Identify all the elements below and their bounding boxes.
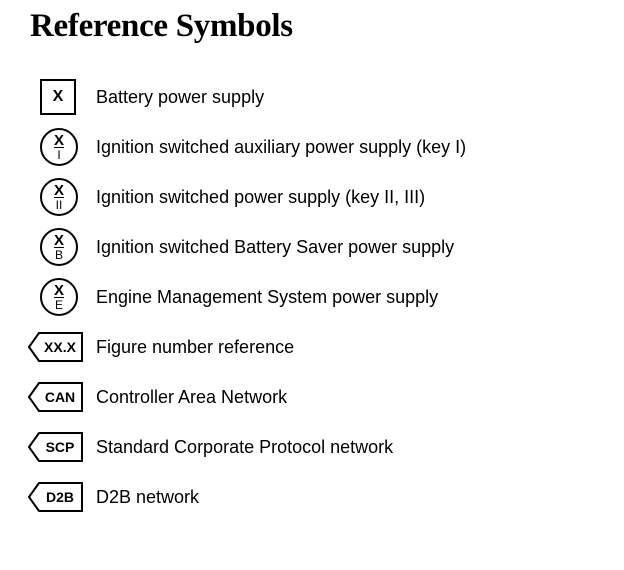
ignition-aux-mark: X: [53, 132, 64, 149]
page-title: Reference Symbols: [30, 8, 293, 44]
ignition-aux-circle-icon: X I: [40, 128, 78, 166]
battery-symbol: X: [28, 77, 84, 117]
battery-box-icon: X: [40, 79, 76, 115]
d2b-label: D2B network: [96, 486, 200, 507]
battery-saver-circle-icon: X B: [40, 228, 78, 266]
can-symbol: CAN: [28, 377, 84, 417]
symbol-row-ignition: X II Ignition switched power supply (key…: [28, 177, 425, 217]
symbol-row-battery-saver: X B Ignition switched Battery Saver powe…: [28, 227, 454, 267]
scp-mark: SCP: [45, 439, 75, 455]
scp-label: Standard Corporate Protocol network: [96, 436, 394, 457]
ignition-aux-sub: I: [57, 148, 61, 162]
scp-tag-icon: SCP: [28, 429, 84, 465]
d2b-mark: D2B: [45, 489, 74, 505]
figure-reference-mark: XX.X: [44, 339, 76, 355]
symbol-row-can: CAN Controller Area Network: [28, 377, 287, 417]
battery-label: Battery power supply: [96, 86, 265, 107]
symbol-row-engine-management: X E Engine Management System power suppl…: [28, 277, 438, 317]
ignition-aux-symbol: X I: [28, 127, 84, 167]
symbol-row-battery: X Battery power supply: [28, 77, 264, 117]
battery-saver-label: Ignition switched Battery Saver power su…: [96, 236, 455, 257]
symbol-row-figure-reference: XX.X Figure number reference: [28, 327, 294, 367]
battery-saver-mark: X: [53, 232, 64, 249]
ignition-sub: II: [55, 198, 63, 212]
engine-management-mark: X: [53, 282, 64, 299]
battery-saver-symbol: X B: [28, 227, 84, 267]
battery-symbol-mark: X: [52, 88, 64, 105]
can-label: Controller Area Network: [96, 386, 288, 407]
ignition-circle-icon: X II: [40, 178, 78, 216]
ignition-label: Ignition switched power supply (key II, …: [96, 186, 426, 207]
can-tag-icon: CAN: [28, 379, 84, 415]
engine-management-label: Engine Management System power supply: [96, 286, 439, 307]
symbol-row-scp: SCP Standard Corporate Protocol network: [28, 427, 393, 467]
ignition-mark: X: [53, 182, 64, 199]
figure-reference-label: Figure number reference: [96, 336, 295, 357]
engine-management-circle-icon: X E: [40, 278, 78, 316]
engine-management-sub: E: [54, 298, 63, 312]
figure-reference-symbol: XX.X: [28, 327, 84, 367]
figure-reference-tag-icon: XX.X: [28, 329, 84, 365]
ignition-aux-label: Ignition switched auxiliary power supply…: [96, 136, 467, 157]
d2b-symbol: D2B: [28, 477, 84, 517]
scp-symbol: SCP: [28, 427, 84, 467]
symbol-row-ignition-aux: X I Ignition switched auxiliary power su…: [28, 127, 466, 167]
can-mark: CAN: [44, 389, 76, 405]
symbol-row-d2b: D2B D2B network: [28, 477, 199, 517]
engine-management-symbol: X E: [28, 277, 84, 317]
ignition-symbol: X II: [28, 177, 84, 217]
d2b-tag-icon: D2B: [28, 479, 84, 515]
battery-saver-sub: B: [54, 248, 63, 262]
